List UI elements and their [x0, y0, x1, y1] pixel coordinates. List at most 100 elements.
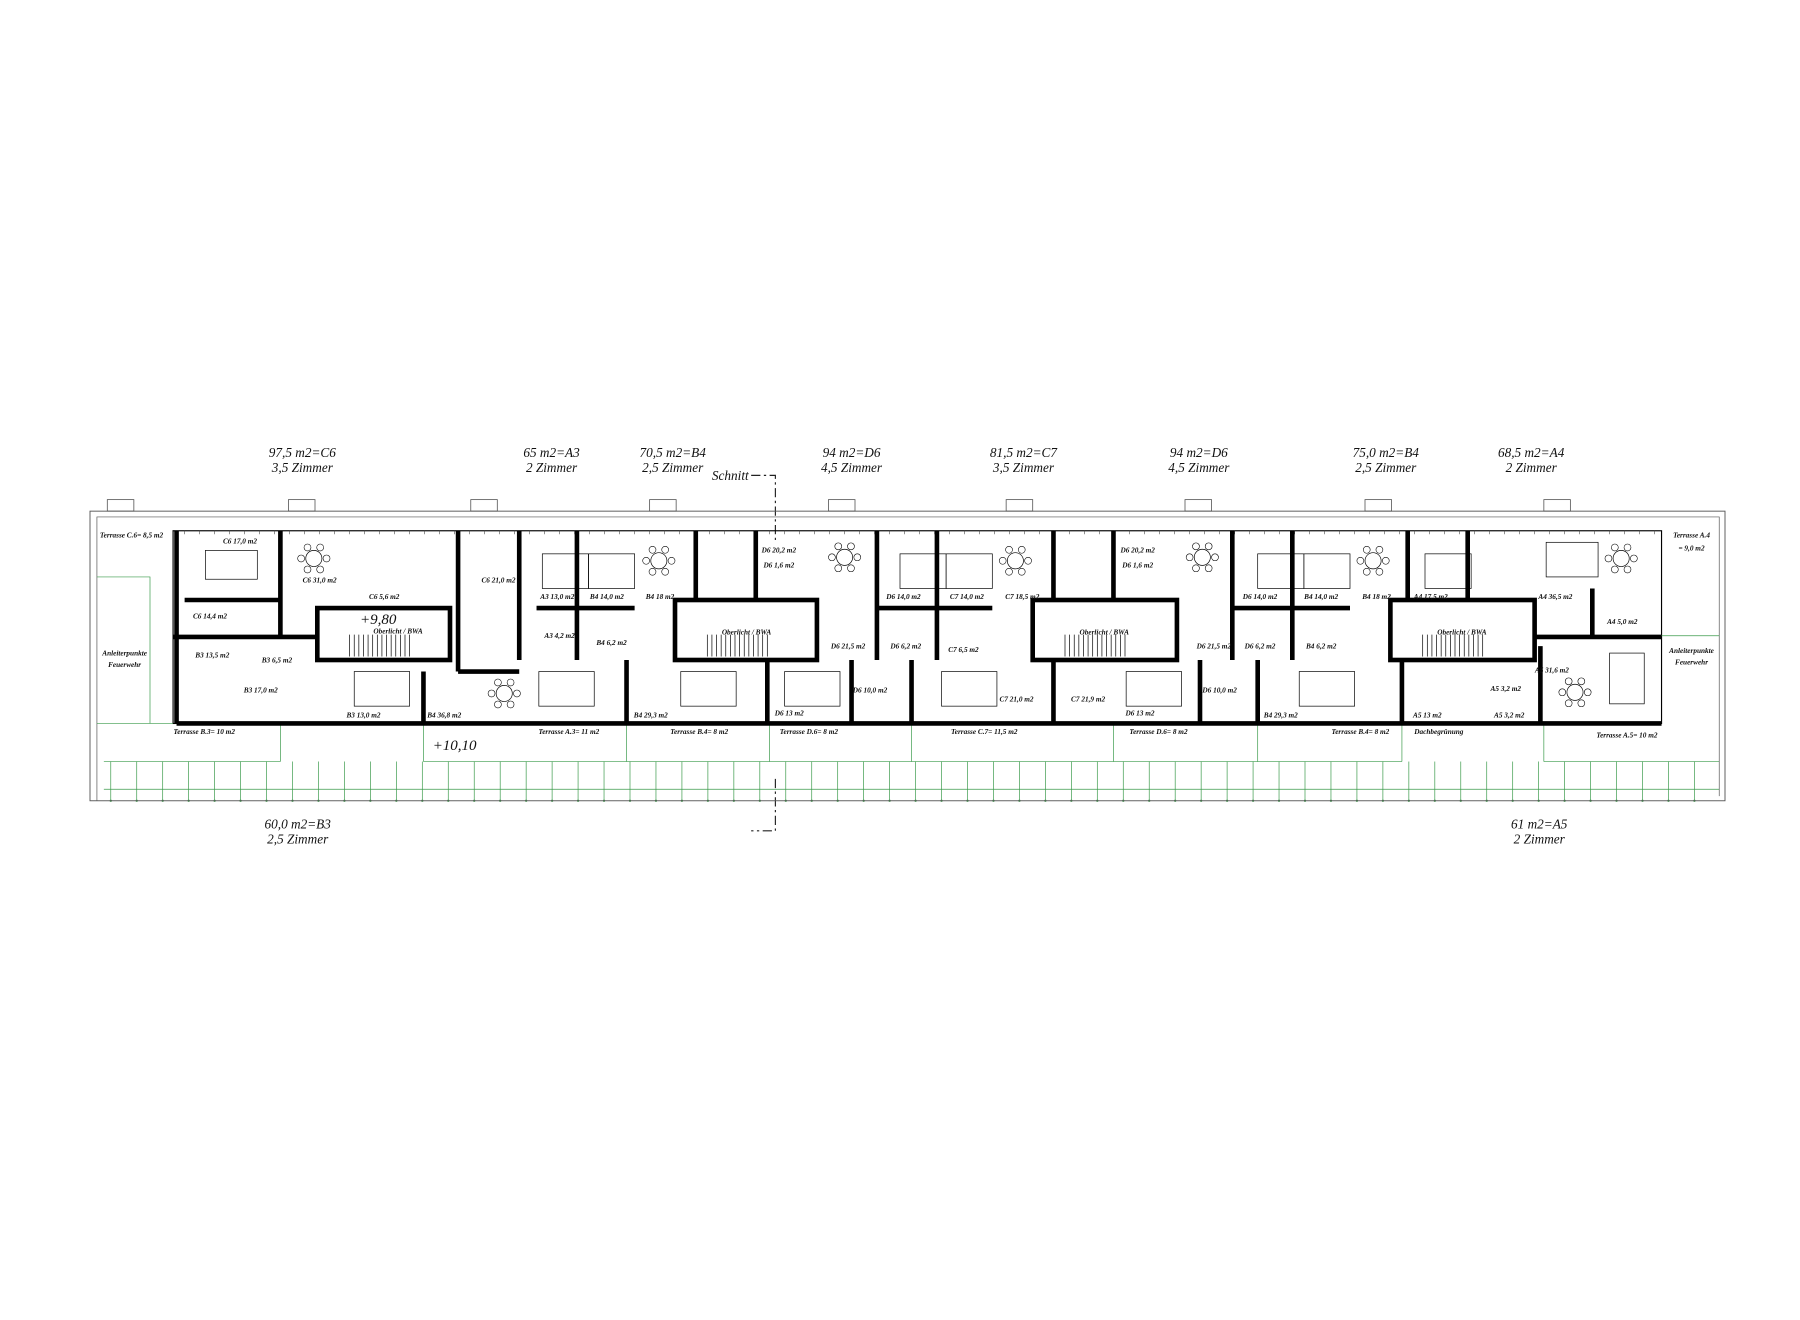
plan-outlines — [89, 474, 1726, 832]
furniture-icon — [1609, 652, 1645, 705]
room-label: B3 13,5 m2 — [194, 652, 229, 660]
level-mark-upper: +9,80 — [360, 612, 397, 628]
chimney — [470, 499, 498, 512]
section-line — [751, 474, 776, 832]
room-label: D6 6,2 m2 — [1244, 642, 1276, 650]
room-label: C7 18,5 m2 — [1005, 593, 1039, 601]
unit-area-label: 94 m2=D6 — [1170, 445, 1228, 460]
furniture-icon — [541, 553, 589, 589]
unit-rooms-label: 2 Zimmer — [1506, 460, 1558, 475]
room-label: C7 21,9 m2 — [1071, 696, 1105, 704]
room-label: Feuerwehr — [108, 661, 141, 669]
chimney — [1184, 499, 1212, 512]
room-label: D6 21,5 m2 — [1196, 642, 1232, 650]
chimney — [1364, 499, 1392, 512]
unit-rooms-label: 3,5 Zimmer — [992, 460, 1055, 475]
room-label: A4 5,0 m2 — [1606, 618, 1638, 626]
room-label: A4 36,5 m2 — [1537, 593, 1572, 601]
room-label: C6 14,4 m2 — [193, 612, 227, 620]
room-label: B4 29,3 m2 — [633, 712, 668, 720]
room-label: A3 4,2 m2 — [543, 632, 575, 640]
room-label: B4 6,2 m2 — [595, 639, 627, 647]
stair-core — [1388, 597, 1537, 663]
room-label: B4 14,0 m2 — [589, 593, 624, 601]
room-label: C7 6,5 m2 — [948, 646, 979, 654]
furniture-icon — [205, 550, 258, 580]
room-label: D6 6,2 m2 — [889, 642, 921, 650]
dining-table-icon — [1558, 677, 1592, 708]
unit-rooms-label: 2,5 Zimmer — [267, 831, 329, 846]
room-label: C6 17,0 m2 — [223, 537, 257, 545]
furniture-icon — [1125, 671, 1182, 707]
furniture-icon — [784, 671, 841, 707]
unit-rooms-label: 4,5 Zimmer — [821, 460, 883, 475]
room-label: B3 17,0 m2 — [243, 686, 278, 694]
room-label: B4 36,8 m2 — [426, 712, 461, 720]
skylight-label: Oberlicht / BWA — [722, 629, 772, 637]
unit-area-label: 75,0 m2=B4 — [1353, 445, 1420, 460]
room-label: C6 31,0 m2 — [303, 577, 337, 585]
room-label: B4 14,0 m2 — [1303, 593, 1338, 601]
room-label: D6 13 m2 — [1125, 709, 1155, 717]
furniture-icon — [1257, 553, 1305, 589]
room-label: B4 18 m2 — [1361, 593, 1391, 601]
furniture-icon — [1298, 671, 1355, 707]
room-label: C6 21,0 m2 — [481, 577, 515, 585]
room-label: D6 1,6 m2 — [1121, 562, 1153, 570]
furniture-icon — [1545, 541, 1599, 578]
room-label: D6 13 m2 — [774, 709, 804, 717]
room-label: A5 13 m2 — [1412, 712, 1442, 720]
stair-core — [315, 605, 453, 663]
chimney — [106, 499, 135, 512]
unit-area-label: 94 m2=D6 — [823, 445, 881, 460]
room-label: C7 14,0 m2 — [950, 593, 984, 601]
unit-area-label: 65 m2=A3 — [523, 445, 580, 460]
skylight-label: Oberlicht / BWA — [373, 627, 423, 635]
room-label: A5 31,6 m2 — [1534, 667, 1569, 675]
chimney — [288, 499, 316, 512]
dining-table-icon — [487, 678, 521, 709]
terrace-label: Terrasse A.3= 11 m2 — [538, 728, 599, 736]
room-label: B3 13,0 m2 — [345, 712, 380, 720]
unit-area-label: 97,5 m2=C6 — [269, 445, 336, 460]
furniture-icon — [353, 671, 410, 707]
room-label: Anleiterpunkte — [101, 649, 147, 657]
stair-core — [1030, 597, 1180, 663]
furniture-icon — [1303, 553, 1351, 589]
stair-core — [672, 597, 820, 663]
room-label: Dachbegrünung — [1413, 728, 1464, 736]
room-label: B4 18 m2 — [645, 593, 675, 601]
unit-area-label: 68,5 m2=A4 — [1498, 445, 1565, 460]
chimney — [1543, 499, 1571, 512]
skylight-label: Oberlicht / BWA — [1080, 629, 1130, 637]
unit-area-label: 81,5 m2=C7 — [990, 445, 1058, 460]
room-label: D6 10,0 m2 — [1201, 686, 1237, 694]
furniture-icon — [588, 553, 635, 589]
chimney — [649, 499, 677, 512]
furniture-icon — [680, 671, 737, 707]
furniture-icon — [941, 671, 998, 707]
terrace-label: Terrasse C.6= 8,5 m2 — [100, 532, 164, 540]
room-label: B4 6,2 m2 — [1305, 642, 1337, 650]
room-label: Feuerwehr — [1675, 659, 1708, 667]
unit-rooms-label: 4,5 Zimmer — [1168, 460, 1230, 475]
room-label: A4 17,5 m2 — [1413, 593, 1448, 601]
skylight-label: Oberlicht / BWA — [1437, 629, 1487, 637]
room-label: Anleiterpunkte — [1668, 647, 1714, 655]
room-label: A5 3,2 m2 — [1490, 685, 1522, 693]
walls — [173, 530, 1662, 726]
room-label: D6 10,0 m2 — [852, 686, 888, 694]
terrace-label: Terrasse D.6= 8 m2 — [780, 728, 839, 736]
unit-rooms-label: 2,5 Zimmer — [1355, 460, 1417, 475]
chimney — [1005, 499, 1034, 512]
room-label: B3 6,5 m2 — [261, 656, 293, 664]
roof-outline — [89, 510, 1726, 802]
unit-area-label: 61 m2=A5 — [1511, 816, 1568, 831]
room-label: D6 14,0 m2 — [885, 593, 921, 601]
terrace-label: Terrasse B.4= 8 m2 — [1331, 728, 1389, 736]
chimney — [828, 499, 856, 512]
furniture-icon — [1424, 553, 1472, 589]
furniture-icon — [538, 671, 595, 707]
room-label: C6 5,6 m2 — [369, 593, 400, 601]
